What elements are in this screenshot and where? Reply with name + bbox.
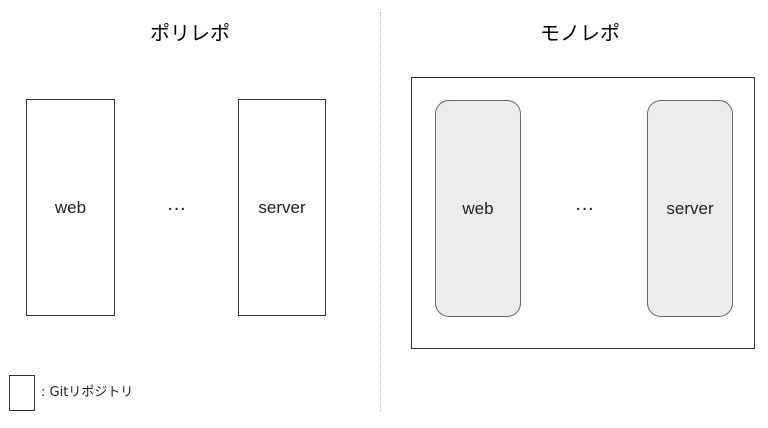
legend-label: : Gitリポジトリ	[41, 385, 134, 400]
polyrepo-title: ポリレポ	[150, 21, 230, 45]
monorepo-web-package: web	[435, 100, 521, 317]
section-divider	[380, 12, 381, 412]
polyrepo-server-label: server	[258, 197, 306, 217]
polyrepo-web-repo: web	[26, 99, 115, 316]
polyrepo-server-repo: server	[238, 99, 326, 316]
monorepo-server-label: server	[666, 198, 714, 218]
monorepo-web-label: web	[462, 198, 494, 218]
legend-repo-swatch	[9, 375, 35, 411]
monorepo-ellipsis: …	[574, 193, 596, 215]
polyrepo-ellipsis: …	[166, 193, 188, 215]
monorepo-server-package: server	[647, 100, 733, 317]
monorepo-title: モノレポ	[540, 21, 620, 45]
polyrepo-web-label: web	[54, 197, 87, 217]
